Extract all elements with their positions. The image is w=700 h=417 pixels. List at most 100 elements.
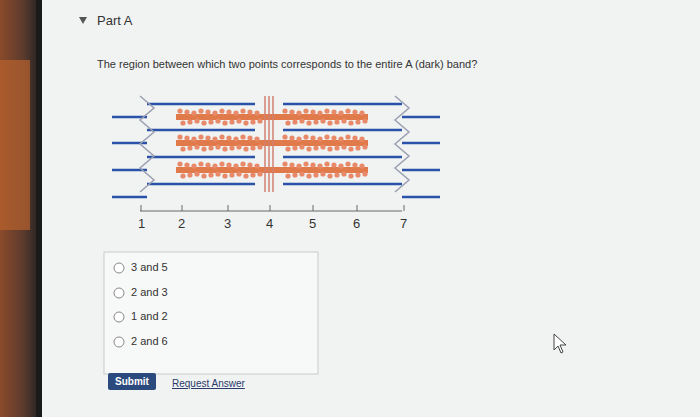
myosin-head	[292, 145, 297, 150]
myosin-head	[233, 163, 238, 168]
myosin-head	[250, 145, 255, 150]
myosin-head	[348, 146, 353, 151]
axis-tick	[228, 205, 229, 211]
myosin-head	[352, 109, 357, 114]
thick-filaments	[176, 114, 368, 173]
myosin-head	[341, 171, 346, 176]
myosin-head	[285, 173, 290, 178]
axis	[140, 205, 404, 211]
myosin-head	[243, 146, 248, 151]
thin-filament	[283, 129, 402, 132]
myosin-head	[289, 162, 294, 167]
thin-filament	[402, 116, 440, 119]
thin-filament	[112, 196, 147, 199]
callout-number: 7	[400, 216, 407, 231]
myosin-head	[296, 110, 301, 115]
myosin-head	[257, 171, 262, 176]
myosin-head	[303, 108, 308, 113]
myosin-head	[327, 173, 332, 178]
myosin-head	[243, 173, 248, 178]
myosin-head	[198, 134, 203, 139]
myosin-head	[226, 162, 231, 167]
myosin-head	[243, 120, 248, 125]
myosin-head	[348, 173, 353, 178]
myosin-head	[250, 119, 255, 124]
myosin-head	[345, 134, 350, 139]
myosin-head	[362, 171, 367, 176]
thick-filament	[176, 114, 368, 120]
callout-number: 5	[309, 216, 316, 231]
myosin-head	[201, 146, 206, 151]
myosin-head	[292, 172, 297, 177]
myosin-head	[296, 163, 301, 168]
myosin-head	[352, 162, 357, 167]
myosin-head	[180, 120, 185, 125]
submit-button: Submit	[108, 373, 156, 390]
callout-number: 2	[178, 216, 185, 231]
myosin-head	[180, 146, 185, 151]
myosin-head	[292, 119, 297, 124]
myosin-head	[212, 110, 217, 115]
myosin-head	[306, 146, 311, 151]
myosin-head	[324, 108, 329, 113]
myosin-head	[317, 136, 322, 141]
axis-tick	[404, 205, 405, 211]
myosin-head	[240, 108, 245, 113]
axis-tick	[182, 205, 183, 211]
myosin-head	[201, 120, 206, 125]
myosin-head	[352, 135, 357, 140]
myosin-head	[348, 120, 353, 125]
myosin-head	[219, 161, 224, 166]
myosin-head	[331, 162, 336, 167]
myosin-head	[289, 135, 294, 140]
myosin-head	[247, 135, 252, 140]
thin-filament	[402, 196, 440, 199]
myosin-head	[355, 119, 360, 124]
myosin-head	[289, 109, 294, 114]
myosin-head	[187, 145, 192, 150]
myosin-head	[215, 144, 220, 149]
myosin-head	[208, 172, 213, 177]
myosin-head	[187, 172, 192, 177]
myosin-head	[285, 120, 290, 125]
myosin-head	[282, 108, 287, 113]
radio-button	[114, 312, 124, 322]
myosin-head	[310, 109, 315, 114]
myosin-head	[184, 162, 189, 167]
myosin-head	[310, 162, 315, 167]
myosin-head	[191, 136, 196, 141]
myosin-head	[177, 108, 182, 113]
axis-tick	[141, 205, 142, 211]
myosin-head	[229, 119, 234, 124]
thin-filament	[402, 169, 440, 172]
myosin-head	[257, 144, 262, 149]
screen-bezel	[0, 0, 40, 417]
radio-buttons	[114, 263, 124, 347]
myosin-head	[236, 118, 241, 123]
myosin-head	[282, 134, 287, 139]
myosin-head	[240, 134, 245, 139]
myosin-head	[355, 172, 360, 177]
myosin-head	[198, 161, 203, 166]
myosin-head	[355, 145, 360, 150]
myosin-head	[320, 144, 325, 149]
thin-filaments	[112, 104, 440, 197]
myosin-head	[212, 163, 217, 168]
axis-tick	[270, 205, 271, 211]
myosin-head	[205, 109, 210, 114]
myosin-head	[222, 173, 227, 178]
myosin-head	[208, 145, 213, 150]
callout-number: 4	[266, 216, 273, 231]
myosin-head	[338, 110, 343, 115]
thin-filament	[283, 103, 402, 106]
myosin-head	[233, 136, 238, 141]
thick-filament	[176, 167, 368, 173]
myosin-head	[345, 161, 350, 166]
myosin-head	[359, 136, 364, 141]
myosin-head	[191, 110, 196, 115]
myosin-head	[215, 171, 220, 176]
radio-button	[114, 337, 124, 347]
myosin-head	[187, 119, 192, 124]
callout-number: 6	[353, 216, 360, 231]
button-label: Submit	[115, 376, 149, 387]
